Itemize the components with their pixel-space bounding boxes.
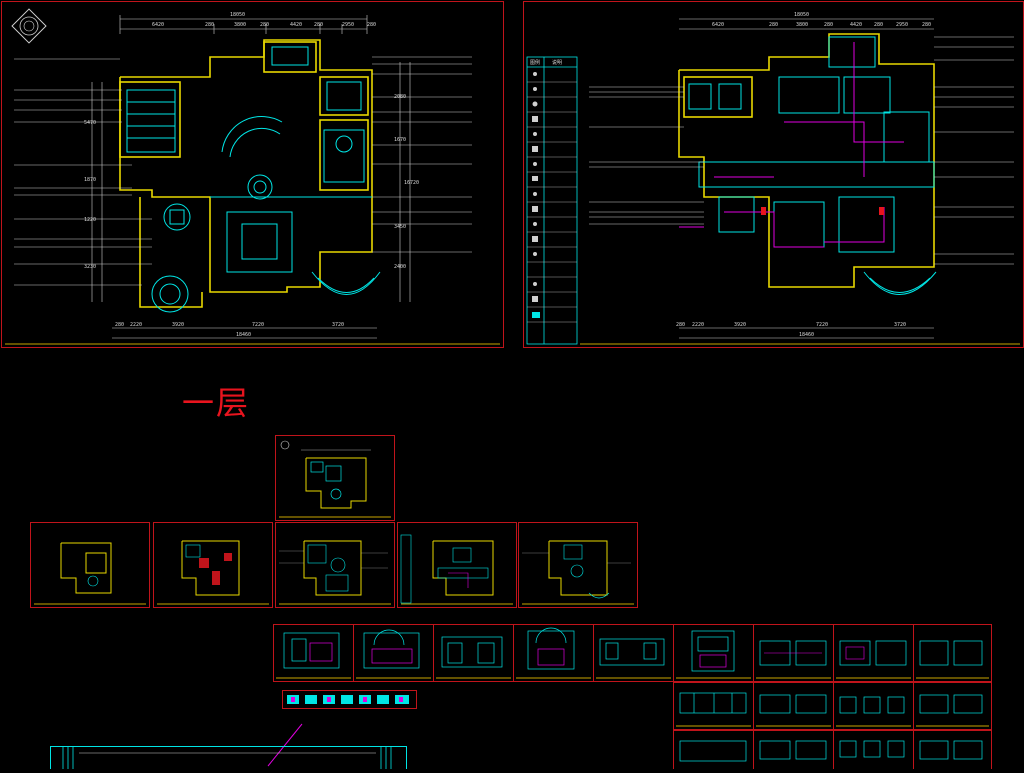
elevation-sheet-4[interactable] — [513, 624, 594, 682]
detail-sheet-4[interactable] — [913, 682, 992, 730]
leader-line — [267, 723, 303, 767]
dim-top-total: 18050 — [230, 12, 246, 18]
thumbnail-drawing — [400, 534, 513, 605]
dim-top-6: 280 — [314, 22, 324, 28]
dim-top-2: 280 — [205, 22, 215, 28]
dim-top-2: 280 — [769, 22, 779, 28]
dim-bottom-3: 3920 — [734, 322, 747, 328]
dim-bottom-4: 7220 — [252, 322, 265, 328]
ceiling-plan-drawing — [526, 18, 1020, 345]
dim-left-1: 5470 — [84, 120, 97, 126]
dim-bottom-2: 2220 — [692, 322, 705, 328]
thumbnail-sheet-5[interactable] — [518, 522, 638, 608]
floor-plan-drawing — [5, 8, 500, 345]
thumbnail-drawing — [276, 632, 351, 679]
thumbnail-drawing — [759, 740, 827, 760]
dim-top-5: 4420 — [290, 22, 303, 28]
thumbnail-drawing — [676, 692, 751, 727]
dim-bottom-3: 3920 — [172, 322, 185, 328]
elevation-sheet-5[interactable] — [593, 624, 674, 682]
dim-bottom-5: 3720 — [332, 322, 345, 328]
thumbnail-drawing — [279, 440, 391, 518]
dim-bottom-5: 3720 — [894, 322, 907, 328]
thumbnail-drawing — [279, 540, 391, 605]
thumbnail-drawing — [916, 694, 989, 727]
dim-right-1: 2080 — [394, 94, 407, 100]
dim-top-3: 3800 — [234, 22, 247, 28]
detail-sheet-6[interactable] — [753, 730, 834, 769]
thumbnail-drawing — [836, 696, 911, 727]
floor-section-label: 一层 — [182, 384, 251, 422]
elevation-sheet-2[interactable] — [353, 624, 434, 682]
dim-top-total: 18050 — [794, 12, 810, 18]
dim-left-3: 1220 — [84, 217, 97, 223]
legend-header-desc: 说明 — [552, 60, 563, 66]
dim-bottom-1: 280 — [676, 322, 686, 328]
thumbnail-drawing — [679, 740, 747, 762]
elevation-sheet-6[interactable] — [673, 624, 754, 682]
dim-bottom-4: 7220 — [816, 322, 829, 328]
thumbnail-drawing — [522, 540, 634, 605]
dim-left-2: 1870 — [84, 177, 97, 183]
thumbnail-drawing — [756, 640, 831, 679]
dim-top-6: 280 — [874, 22, 884, 28]
dim-bottom-2: 2220 — [130, 322, 143, 328]
dim-top-4: 280 — [824, 22, 834, 28]
dim-right-total: 16720 — [404, 180, 420, 186]
legend-strip-drawing — [287, 695, 409, 704]
north-compass-icon — [11, 8, 47, 44]
dim-bottom-1: 280 — [115, 322, 125, 328]
thumbnail-drawing — [919, 740, 983, 760]
partial-sheet-bottom-left[interactable] — [50, 746, 407, 769]
thumbnail-drawing — [34, 542, 146, 605]
thumbnail-drawing — [157, 540, 269, 605]
thumbnail-sheet-4[interactable] — [397, 522, 517, 608]
detail-sheet-2[interactable] — [753, 682, 834, 730]
dim-right-4: 2400 — [394, 264, 407, 270]
dim-top-7: 2950 — [896, 22, 909, 28]
dim-top-5: 4420 — [850, 22, 863, 28]
thumbnail-drawing — [356, 629, 431, 679]
partial-sheet-drawing — [62, 747, 392, 769]
thumbnail-drawing — [676, 630, 751, 679]
dim-top-8: 280 — [367, 22, 377, 28]
dim-top-3: 3800 — [796, 22, 809, 28]
ceiling-plan-sheet[interactable]: 图例 说明 18050 6420 280 3800 280 4420 280 2… — [523, 1, 1024, 348]
thumbnail-sheet-2[interactable] — [153, 522, 273, 608]
dim-bottom-total: 18460 — [799, 332, 815, 338]
dim-bottom-total: 18460 — [236, 332, 252, 338]
thumbnail-drawing — [756, 694, 831, 727]
thumbnail-drawing — [436, 636, 511, 679]
thumbnail-drawing — [916, 640, 989, 679]
thumbnail-sheet-1[interactable] — [30, 522, 150, 608]
legend-header-symbol: 图例 — [530, 60, 541, 66]
thumbnail-drawing — [836, 640, 911, 679]
dim-left-4: 3230 — [84, 264, 97, 270]
detail-sheet-5[interactable] — [673, 730, 754, 769]
elevation-sheet-8[interactable] — [833, 624, 914, 682]
legend-strip[interactable] — [282, 690, 417, 709]
dim-right-2: 1670 — [394, 137, 407, 143]
dim-top-7: 2950 — [342, 22, 355, 28]
elevation-sheet-3[interactable] — [433, 624, 514, 682]
detail-sheet-3[interactable] — [833, 682, 914, 730]
detail-sheet-1[interactable] — [673, 682, 754, 730]
legend-table — [526, 56, 578, 345]
dim-top-1: 6420 — [152, 22, 165, 28]
detail-sheet-7[interactable] — [833, 730, 914, 769]
dim-right-3: 3450 — [394, 224, 407, 230]
thumbnail-drawing — [596, 638, 671, 679]
dim-top-4: 280 — [260, 22, 270, 28]
dim-top-8: 280 — [922, 22, 932, 28]
elevation-sheet-7[interactable] — [753, 624, 834, 682]
elevation-sheet-9[interactable] — [913, 624, 992, 682]
thumbnail-drawing — [516, 627, 591, 679]
thumbnail-sheet-3[interactable] — [275, 522, 395, 608]
elevation-sheet-1[interactable] — [273, 624, 354, 682]
detail-sheet-8[interactable] — [913, 730, 992, 769]
dim-top-1: 6420 — [712, 22, 725, 28]
thumbnail-drawing — [839, 740, 905, 758]
floor-plan-sheet[interactable]: 18050 6420 280 3800 280 4420 280 2950 28… — [1, 1, 504, 348]
thumbnail-sheet-site-plan[interactable] — [275, 435, 395, 521]
